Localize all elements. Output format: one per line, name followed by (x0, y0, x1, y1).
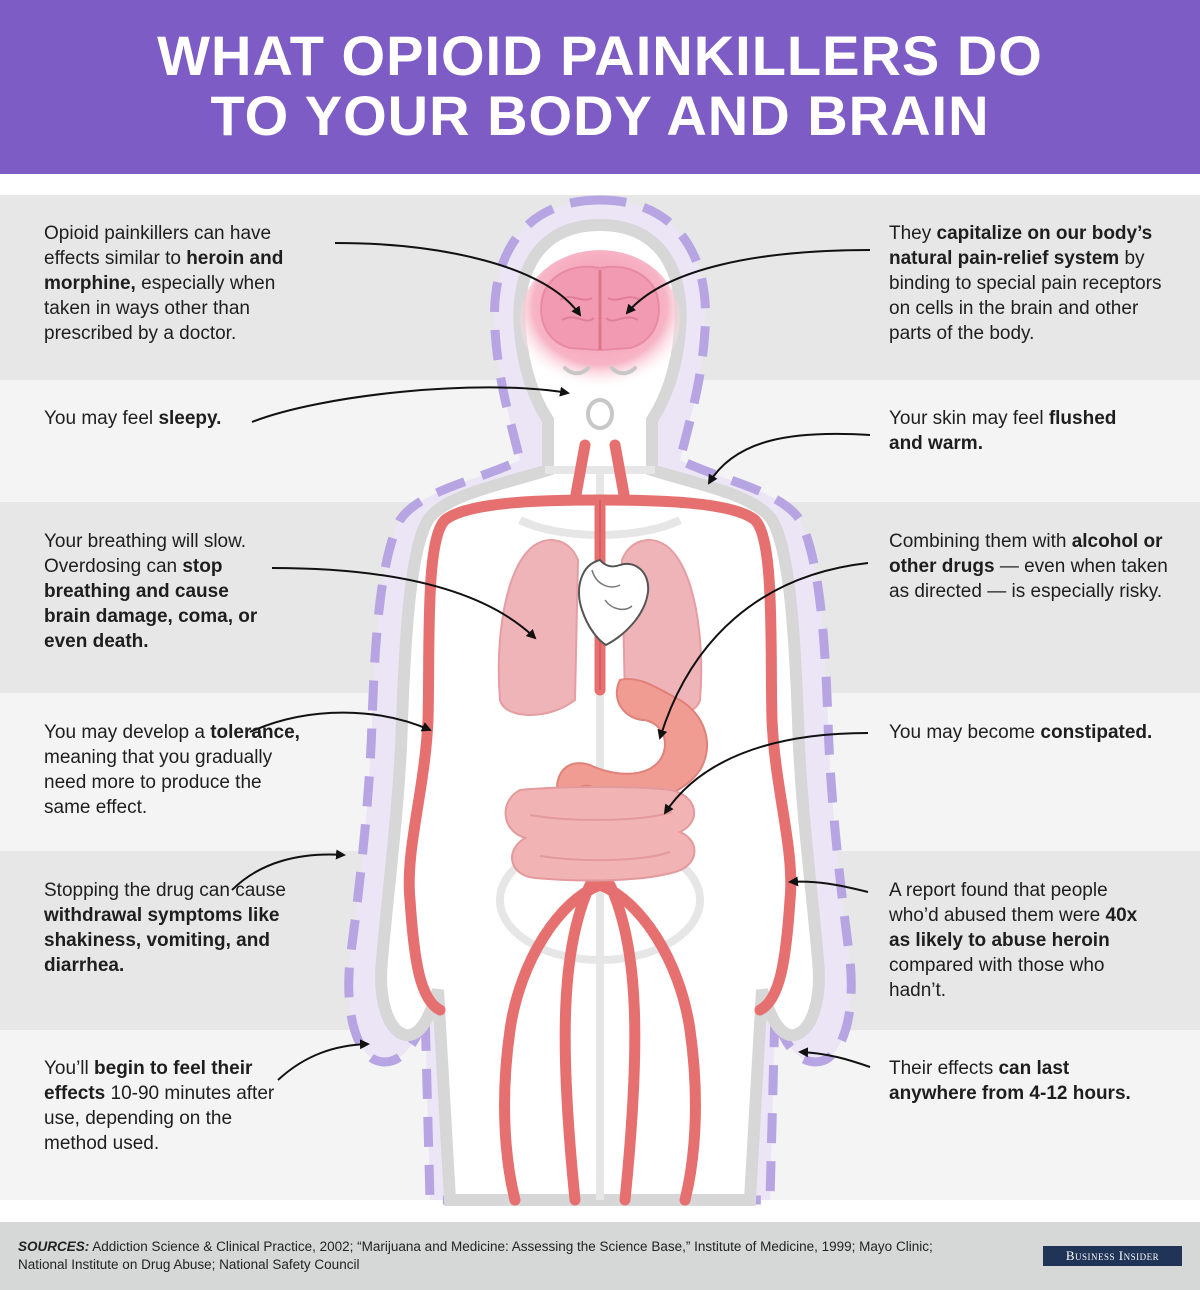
note-pain-relief-system: They capitalize on our body’s natural pa… (889, 223, 1162, 344)
business-insider-logo[interactable]: Business Insider (1043, 1246, 1182, 1266)
note-constipated: You may become constipated. (889, 722, 1153, 743)
note-heroin-morphine: Opioid painkillers can have effects simi… (44, 223, 284, 344)
eye-right (610, 366, 637, 376)
note-onset: You’ll begin to feel their effects 10-90… (44, 1058, 275, 1154)
title-line-2: TO YOUR BODY AND BRAIN (210, 84, 990, 147)
note-duration: Their effects can last anywhere from 4-1… (889, 1058, 1131, 1104)
note-alcohol-drugs: Combining them with alcohol or other dru… (889, 531, 1168, 602)
note-withdrawal: Stopping the drug can cause withdrawal s… (44, 880, 286, 976)
note-tolerance: You may develop a tolerance, meaning tha… (44, 722, 300, 818)
sources-label: SOURCES: (18, 1239, 90, 1254)
page-title: WHAT OPIOID PAINKILLERS DO TO YOUR BODY … (0, 26, 1200, 146)
note-breathing: Your breathing will slow. Overdosing can… (44, 531, 258, 652)
eye-left (563, 366, 590, 376)
lung-left (497, 539, 580, 716)
note-heroin-risk: A report found that people who’d abused … (889, 880, 1138, 1001)
header-banner: WHAT OPIOID PAINKILLERS DO TO YOUR BODY … (0, 0, 1200, 174)
title-line-1: WHAT OPIOID PAINKILLERS DO (157, 24, 1043, 87)
heart (578, 558, 650, 647)
note-sleepy: You may feel sleepy. (44, 408, 222, 429)
callout-arrows (231, 242, 871, 1081)
intestines (504, 786, 696, 882)
footer: SOURCES: Addiction Science & Clinical Pr… (0, 1222, 1200, 1290)
note-flushed-skin: Your skin may feel flushed and warm. (889, 408, 1117, 454)
mouth (586, 398, 614, 430)
sources-text: SOURCES: Addiction Science & Clinical Pr… (18, 1239, 933, 1272)
